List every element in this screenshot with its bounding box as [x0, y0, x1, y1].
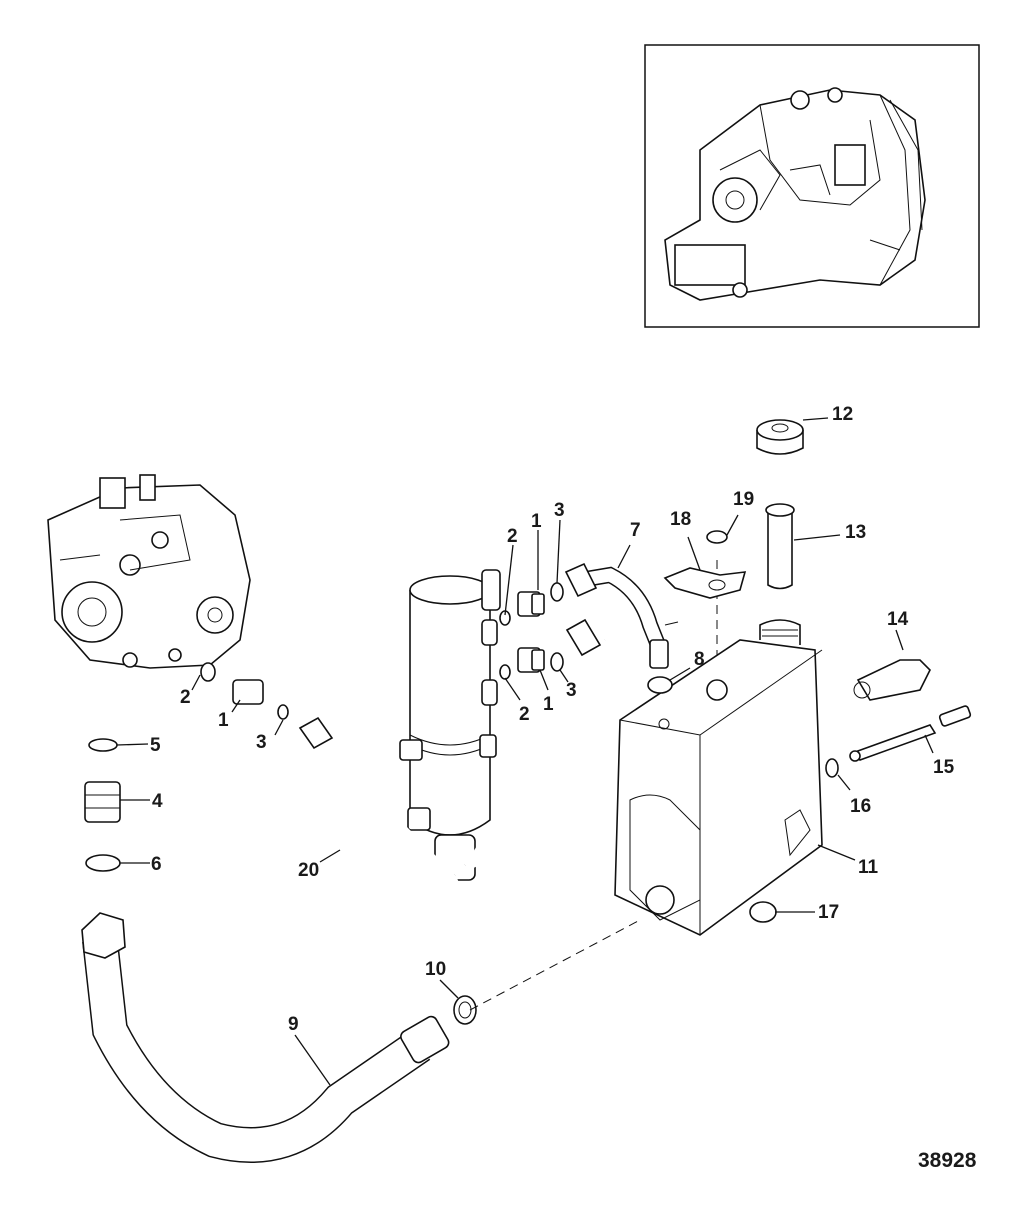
- seal-8: [647, 676, 673, 694]
- callout-4: 4: [152, 791, 163, 812]
- o-ring-16: [825, 758, 839, 778]
- plug-17: [749, 901, 777, 923]
- callout-20: 20: [298, 860, 319, 881]
- callout-18: 18: [670, 509, 691, 530]
- hydraulic-pump: [47, 474, 251, 669]
- callout-15: 15: [933, 757, 955, 778]
- callout-3-lower: 3: [566, 680, 577, 701]
- oil-tank: [614, 619, 823, 936]
- callout-2-lower: 2: [519, 704, 530, 725]
- hose-20: [298, 618, 612, 904]
- callout-5: 5: [150, 735, 161, 756]
- washer-19: [706, 530, 728, 544]
- callout-1-upper: 1: [531, 511, 542, 532]
- hose-7: [564, 562, 679, 669]
- callout-6: 6: [151, 854, 162, 875]
- callout-9: 9: [288, 1014, 299, 1035]
- callout-2-left: 2: [180, 687, 191, 708]
- sensor-15: [849, 705, 972, 762]
- strainer-tube: [765, 503, 795, 590]
- callout-11: 11: [858, 857, 879, 878]
- callout-3-left: 3: [256, 732, 267, 753]
- callout-16: 16: [850, 796, 871, 817]
- callout-19: 19: [733, 489, 754, 510]
- callout-labels: 12 13 19 18 7 8 14 15 16 11 17 2 1 3 2 1…: [150, 404, 955, 1035]
- filler-cap: [756, 419, 804, 455]
- callout-2-upper: 2: [507, 526, 518, 547]
- callout-7: 7: [630, 520, 641, 541]
- inset-frame: [644, 44, 980, 328]
- callout-3-upper: 3: [554, 500, 565, 521]
- sensor-14: [853, 659, 931, 701]
- leader-lines: [116, 417, 934, 1086]
- oil-filter-housing: [399, 569, 501, 881]
- hose-9: [81, 912, 477, 1163]
- callout-8: 8: [694, 649, 705, 670]
- engine-transmission-inset: [664, 87, 926, 301]
- fittings-left: [84, 662, 289, 872]
- callout-1-lower: 1: [543, 694, 554, 715]
- callout-13: 13: [845, 522, 866, 543]
- callout-12: 12: [832, 404, 853, 425]
- callout-14: 14: [887, 609, 909, 630]
- callout-10: 10: [425, 959, 446, 980]
- figure-number: 38928: [918, 1149, 977, 1172]
- bracket-18: [663, 567, 747, 599]
- callout-1-left: 1: [218, 710, 229, 731]
- callout-17: 17: [818, 902, 839, 923]
- fittings-upper: [499, 582, 564, 680]
